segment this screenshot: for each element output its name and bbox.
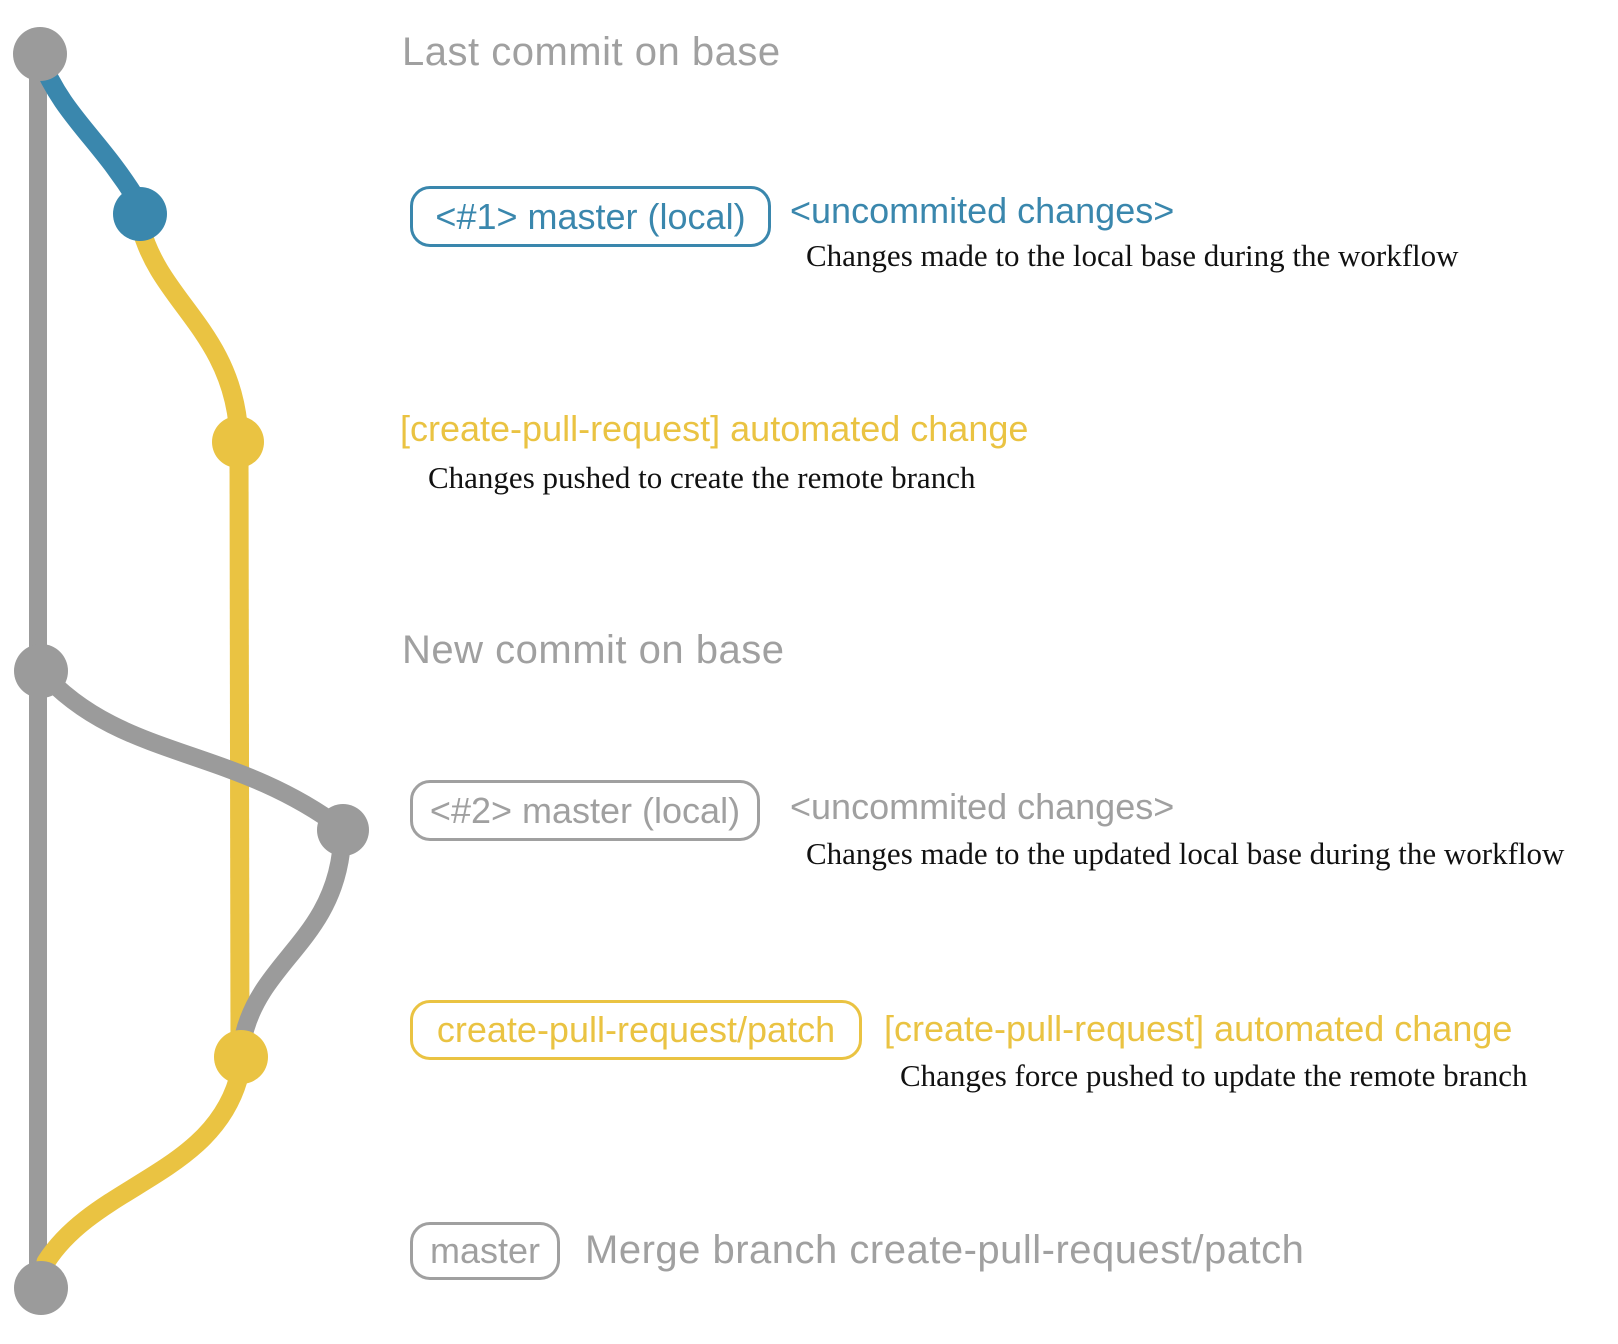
commit-node-patch-2 — [214, 1030, 268, 1084]
branch-badge-master-local-2: <#2> master (local) — [410, 780, 760, 841]
branch-badge-patch: create-pull-request/patch — [410, 1000, 862, 1060]
note-merge-branch: Merge branch create-pull-request/patch — [585, 1228, 1305, 1272]
desc-local-changes-2: Changes made to the updated local base d… — [806, 836, 1565, 871]
commit-node-local-2 — [317, 804, 369, 856]
commit-node-last-base — [13, 27, 67, 81]
branch-badge-master-local-1: <#1> master (local) — [410, 186, 771, 247]
tag-automated-change-1: [create-pull-request] automated change — [400, 408, 1029, 449]
patch-merge-curve — [36, 1070, 248, 1272]
commit-node-new-base — [14, 644, 68, 698]
local-branch-1-curve — [30, 48, 150, 215]
commit-node-patch-1 — [212, 416, 264, 468]
branch-badge-master-final: master — [410, 1222, 560, 1280]
local-branch-2-curve — [32, 662, 350, 837]
desc-local-changes-1: Changes made to the local base during th… — [806, 238, 1459, 273]
patch-branch-create-curve — [131, 218, 248, 434]
desc-push-create-branch: Changes pushed to create the remote bran… — [428, 460, 976, 495]
commit-node-merge — [14, 1261, 68, 1315]
note-last-commit-on-base: Last commit on base — [402, 30, 781, 74]
tag-automated-change-2: [create-pull-request] automated change — [884, 1008, 1513, 1049]
note-new-commit-on-base: New commit on base — [402, 628, 785, 672]
commit-node-local-1 — [113, 187, 167, 241]
force-push-curve — [235, 843, 350, 1043]
patch-branch-line — [229, 441, 250, 1058]
tag-uncommited-changes-1: <uncommited changes> — [790, 190, 1175, 231]
tag-uncommited-changes-2: <uncommited changes> — [790, 786, 1175, 827]
desc-force-push-branch: Changes force pushed to update the remot… — [900, 1058, 1528, 1093]
